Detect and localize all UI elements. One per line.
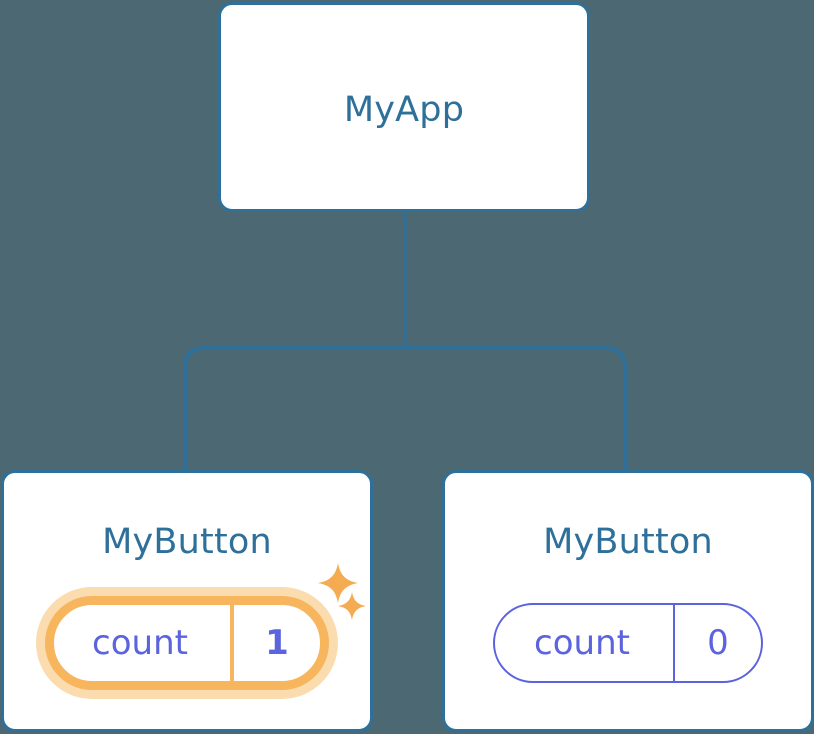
sparkle-icon <box>318 563 358 603</box>
node-mybutton-left[interactable]: MyButton count 1 <box>1 470 373 732</box>
state-pill-left[interactable]: count 1 <box>45 596 329 690</box>
node-mybutton-left-title: MyButton <box>102 522 272 562</box>
state-value-left: 1 <box>230 605 320 681</box>
node-mybutton-right[interactable]: MyButton count 0 <box>442 470 814 732</box>
state-pill-right-wrapper: count 0 <box>445 588 811 698</box>
connector-branches <box>183 346 627 470</box>
sparkle-small-icon <box>338 592 366 620</box>
node-myapp[interactable]: MyApp <box>218 2 590 212</box>
state-value-right: 0 <box>673 605 761 681</box>
node-myapp-title: MyApp <box>343 90 465 130</box>
state-pill-right[interactable]: count 0 <box>493 603 763 683</box>
state-pill-left-wrapper: count 1 <box>4 587 370 699</box>
state-key-right: count <box>534 623 630 663</box>
state-key-left: count <box>92 623 188 663</box>
node-mybutton-right-title: MyButton <box>543 522 713 562</box>
